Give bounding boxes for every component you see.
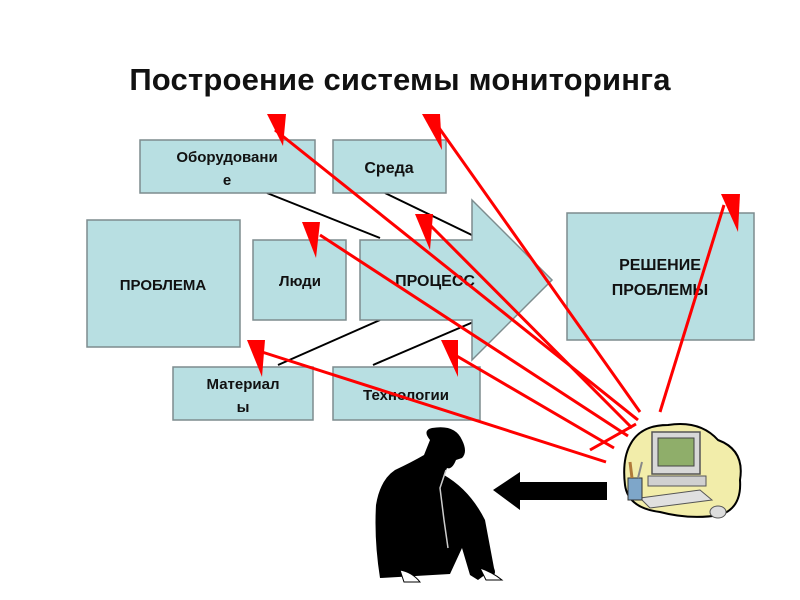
monitoring-arrow-background: [589, 422, 637, 452]
person-on-phone-icon: [375, 427, 504, 583]
node-people: Люди: [252, 239, 347, 321]
monitoring-arrow-process: [415, 214, 634, 430]
node-problem: ПРОБЛЕМА: [86, 219, 241, 348]
node-solution: РЕШЕНИЕ ПРОБЛЕМЫ: [566, 212, 755, 341]
monitoring-arrow-materials: [247, 340, 607, 464]
slide-title: Построение системы мониторинга: [129, 62, 671, 97]
connector-materials: [277, 319, 381, 366]
node-process-label: ПРОЦЕСС: [395, 273, 475, 290]
node-solution-label-1: РЕШЕНИЕ: [619, 257, 701, 274]
node-people-label: Люди: [279, 273, 321, 290]
node-problem-label: ПРОБЛЕМА: [120, 277, 207, 294]
node-materials-label-1: Материал: [207, 376, 280, 393]
monitoring-arrow-technologies: [441, 340, 615, 450]
monitoring-arrow-people: [302, 222, 629, 438]
node-materials: Материал ы: [172, 366, 314, 421]
node-materials-label-2: ы: [237, 399, 250, 416]
node-equipment-label-1: Оборудовани: [176, 149, 277, 166]
monitoring-arrow-title-right: [422, 114, 642, 413]
node-environment-label: Среда: [364, 160, 413, 177]
node-solution-label-2: ПРОБЛЕМЫ: [612, 282, 708, 299]
node-equipment: Оборудовани е: [139, 139, 316, 194]
left-arrow-icon: [493, 472, 607, 510]
monitoring-arrow-solution: [658, 194, 740, 413]
monitoring-arrows: [247, 114, 740, 464]
computer-workstation-icon: [623, 423, 742, 519]
connector-equipment: [266, 192, 381, 239]
node-equipment-label-2: е: [223, 172, 231, 189]
node-environment: Среда: [332, 139, 447, 194]
